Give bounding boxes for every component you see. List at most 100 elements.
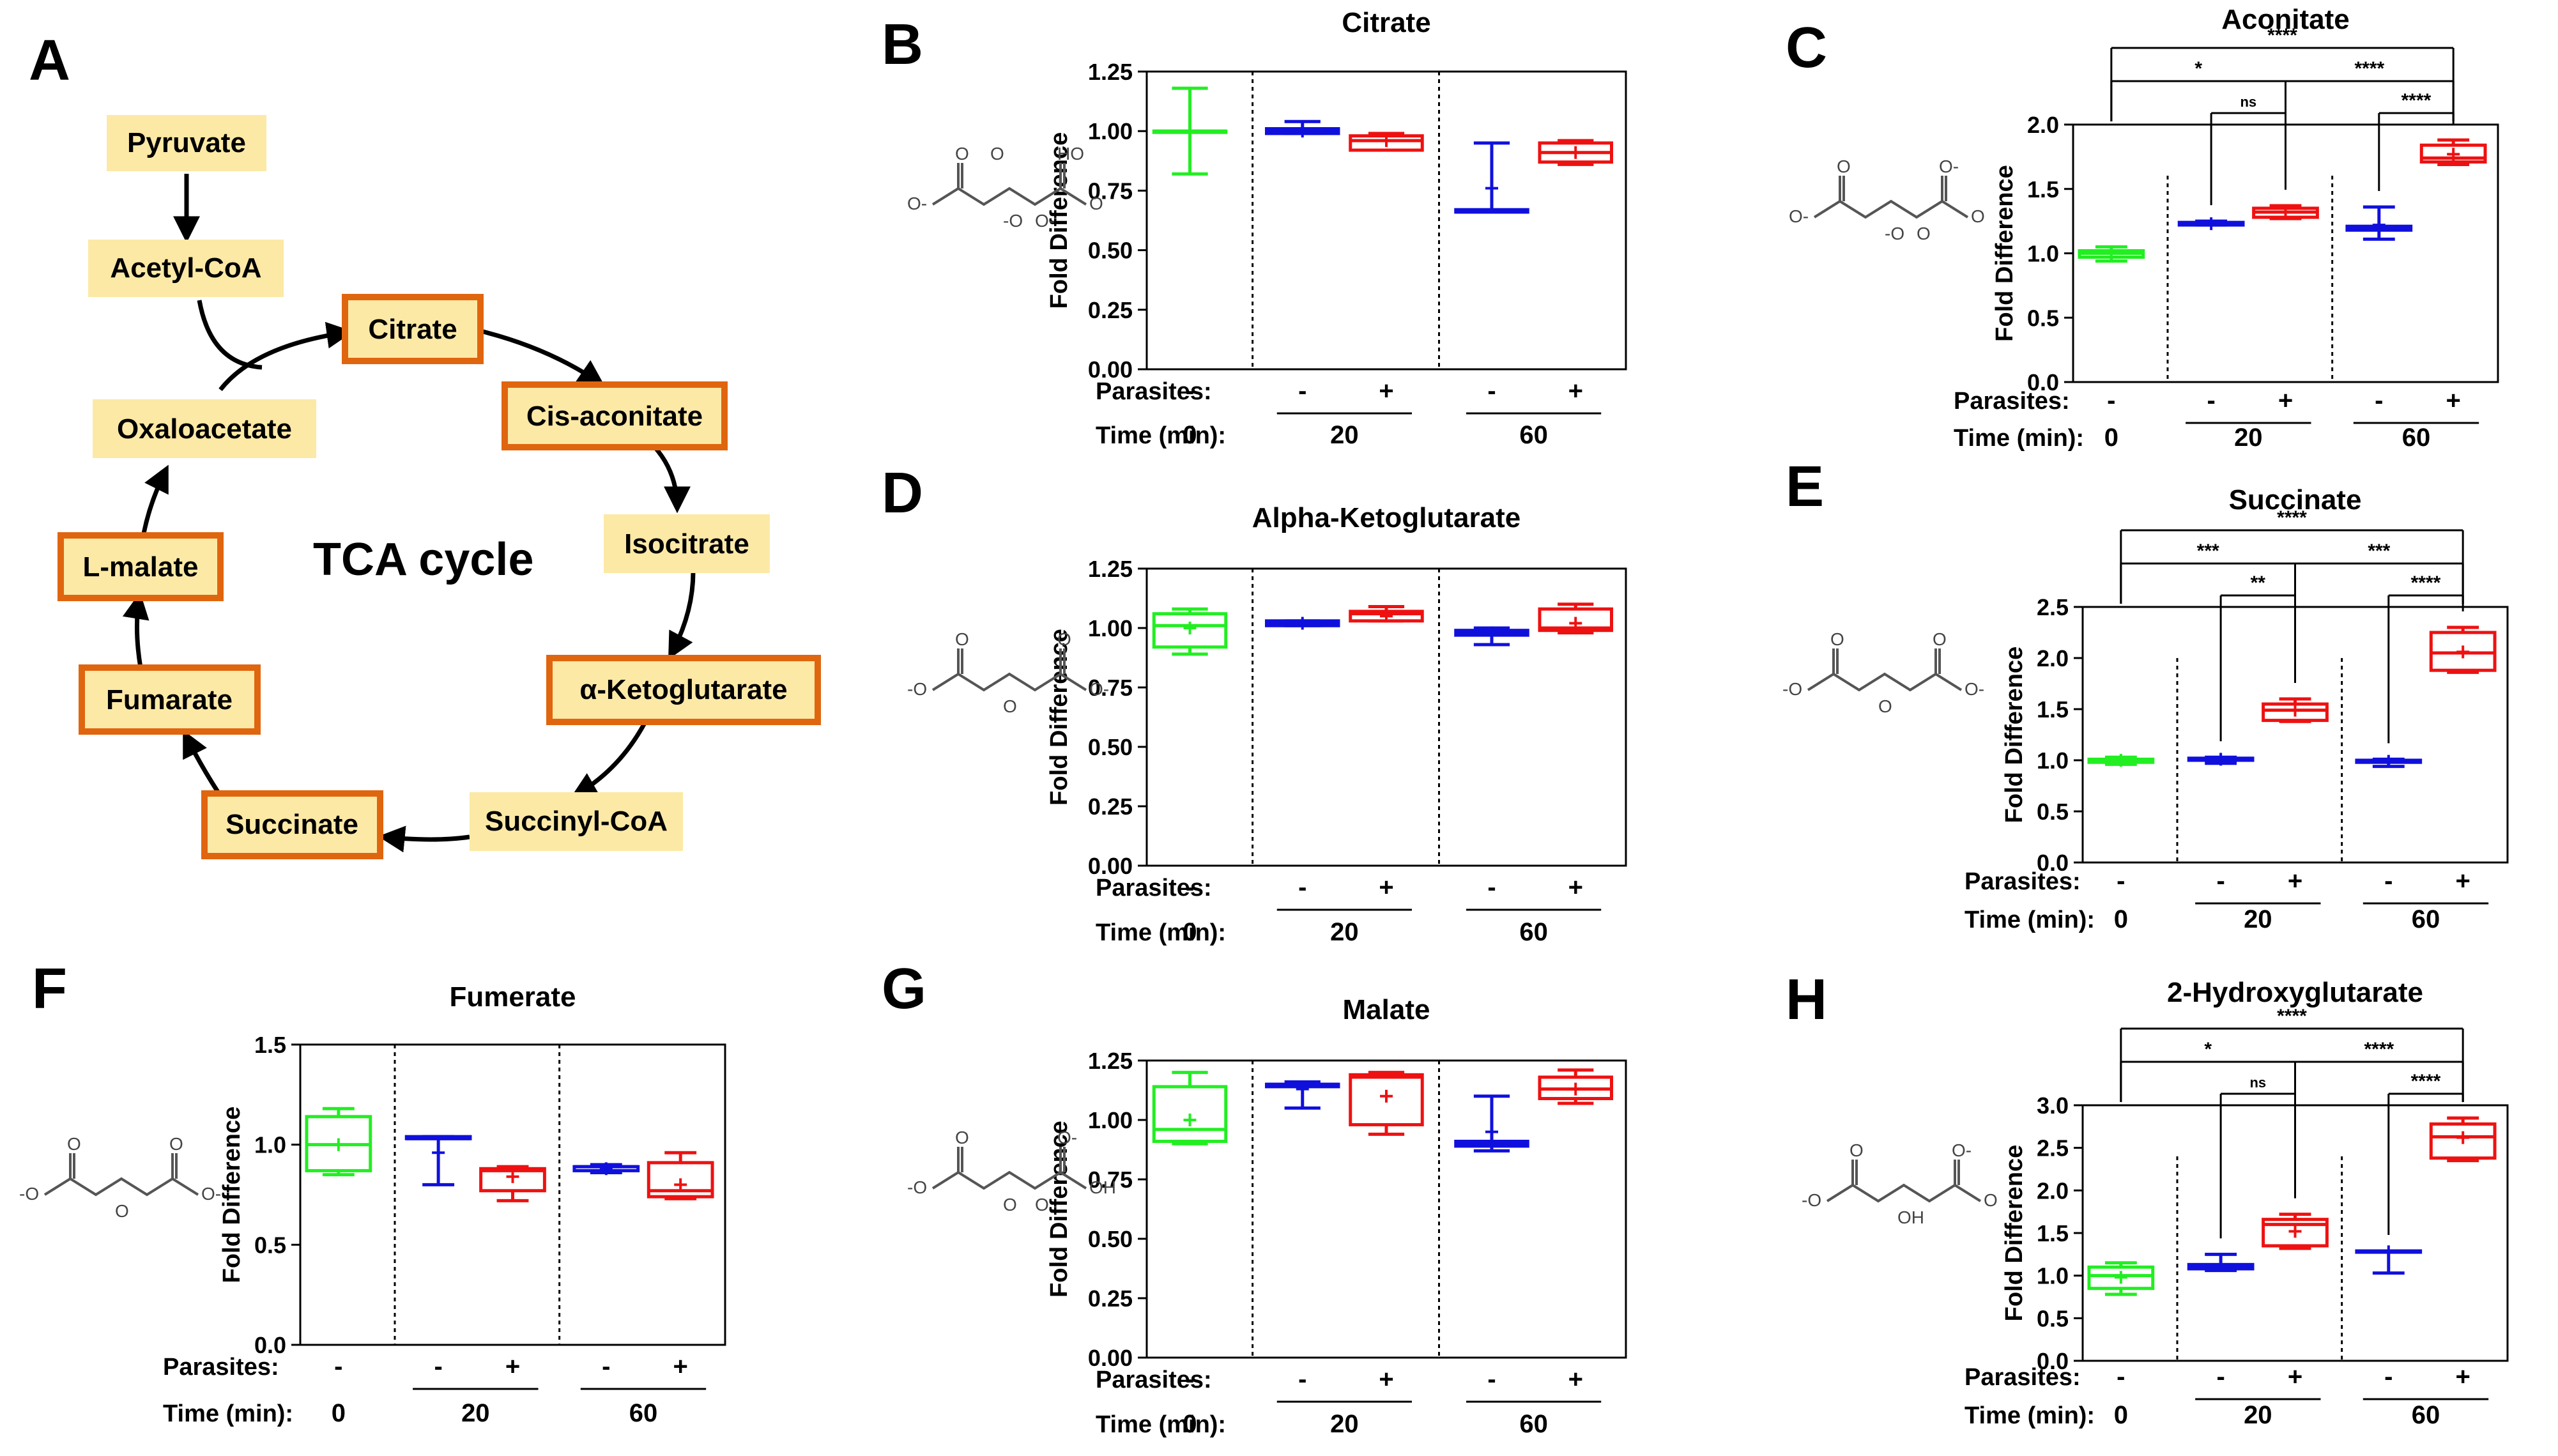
panel-letter-a: A	[29, 29, 70, 93]
y-tick-label: 2.5	[2037, 1135, 2069, 1161]
time-row-label: Time (min):	[1964, 907, 2095, 933]
parasites-row-label: Parasites:	[1954, 388, 2070, 415]
molecule-c: OO--OOO-O	[1789, 157, 1985, 243]
time-group-label: 60	[2402, 424, 2431, 452]
time-group-label: 60	[1519, 1410, 1548, 1438]
box-1	[2187, 1252, 2255, 1273]
panel-letter-c: C	[1786, 16, 1827, 80]
chart-title: Alpha-Ketoglutarate	[1252, 502, 1520, 533]
y-axis-label: Fold Difference	[2001, 1145, 2028, 1322]
parasites-sign: -	[1487, 873, 1496, 901]
chart-title: Citrate	[1342, 7, 1430, 38]
y-tick-label: 1.25	[1088, 1048, 1133, 1074]
y-tick-label: 0.25	[1088, 297, 1133, 323]
parasites-sign: -	[1487, 377, 1496, 405]
y-tick-label: 2.0	[2027, 112, 2059, 138]
box-4	[2429, 625, 2497, 674]
box-1	[1265, 119, 1340, 138]
y-tick-label: 0.0	[254, 1332, 286, 1358]
significance-label: ****	[2277, 1006, 2307, 1027]
arrow-isocitrate-aketo	[668, 571, 696, 660]
time-row-label: Time (min):	[1096, 1411, 1226, 1438]
arrow-lmalate-oxaloacetate	[141, 464, 169, 534]
molecule-e: O-OOO-O	[1782, 629, 1984, 716]
atom-label: O-	[1789, 206, 1809, 226]
y-axis-label: Fold Difference	[1991, 165, 2018, 342]
box-2	[1349, 605, 1424, 623]
atom-label: -O	[1885, 224, 1904, 243]
box-4	[1538, 602, 1613, 634]
y-tick-label: 1.5	[2027, 176, 2059, 203]
atom-label: -O	[1782, 679, 1802, 699]
box-3	[2355, 1245, 2423, 1275]
box-3	[2345, 205, 2413, 241]
y-tick-label: 1.0	[2027, 241, 2059, 267]
significance-label: ****	[2401, 90, 2432, 111]
atom-label: O	[1933, 629, 1947, 649]
time-group-label: 60	[2412, 1401, 2440, 1429]
chart-title: Succinate	[2229, 484, 2362, 516]
svg-text:Fumarate: Fumarate	[106, 684, 233, 716]
parasites-sign: +	[2288, 867, 2302, 895]
time-row-label: Time (min):	[163, 1400, 293, 1427]
box-0	[2087, 1261, 2155, 1296]
parasites-sign: +	[673, 1353, 687, 1381]
box-0	[1152, 607, 1228, 656]
y-tick-label: 0.0	[2037, 850, 2069, 876]
y-tick-label: 1.00	[1088, 1107, 1133, 1133]
tca-arrows	[122, 174, 696, 853]
parasites-sign: -	[2384, 867, 2393, 895]
time-row-label: Time (min):	[1096, 422, 1226, 449]
y-tick-label: 0.5	[2037, 799, 2069, 825]
y-tick-label: 0.75	[1088, 178, 1133, 204]
y-tick-label: 0.5	[254, 1232, 286, 1258]
significance-label: ***	[2197, 540, 2219, 562]
time-group-label: 0	[2114, 905, 2128, 933]
parasites-sign: +	[1379, 1365, 1393, 1393]
panel-letter-f: F	[32, 957, 67, 1021]
significance-label: ns	[2240, 94, 2256, 110]
atom-label: O-	[201, 1184, 221, 1204]
parasites-sign: -	[1298, 1365, 1306, 1393]
box-2	[1349, 1071, 1424, 1136]
box-1	[2177, 217, 2245, 231]
panel-letter-g: G	[882, 957, 926, 1021]
box-2	[2262, 1213, 2329, 1250]
node-citrate: Citrate	[342, 294, 484, 364]
arrow-oxaloacetate-citrate	[218, 321, 354, 392]
time-group-label: 20	[461, 1399, 490, 1427]
y-tick-label: 0.00	[1088, 1345, 1133, 1371]
box-3	[1454, 1094, 1529, 1153]
y-tick-label: 0.75	[1088, 675, 1133, 701]
y-tick-label: 0.5	[2027, 305, 2059, 331]
time-group-label: 0	[1183, 1410, 1197, 1438]
parasites-sign: +	[1568, 377, 1583, 405]
y-tick-label: 1.5	[2037, 1220, 2069, 1246]
atom-label: O-	[1089, 679, 1109, 699]
molecule-f: O-OOO-O	[19, 1134, 221, 1221]
box-3	[572, 1162, 640, 1176]
significance-bracket	[2387, 594, 2464, 744]
parasites-sign: -	[2216, 867, 2225, 895]
parasites-sign: +	[1379, 377, 1393, 405]
node-aketo: α-Ketoglutarate	[546, 655, 821, 725]
significance-label: ****	[2354, 58, 2384, 79]
atom-label: O	[1830, 629, 1844, 649]
box-2	[2252, 204, 2319, 220]
panel-letter-d: D	[882, 461, 923, 525]
time-group-label: 20	[2244, 905, 2272, 933]
plot-frame	[299, 1043, 726, 1346]
box-4	[1538, 1068, 1613, 1105]
parasites-sign: +	[1379, 873, 1393, 901]
molecule-backbone	[1807, 672, 1963, 692]
significance-label: *	[2194, 58, 2202, 79]
svg-text:Isocitrate: Isocitrate	[624, 528, 749, 560]
atom-label: O-	[1964, 679, 1984, 699]
svg-text:Succinyl-CoA: Succinyl-CoA	[485, 806, 668, 837]
arrow-aketo-succinylcoa	[570, 721, 648, 799]
